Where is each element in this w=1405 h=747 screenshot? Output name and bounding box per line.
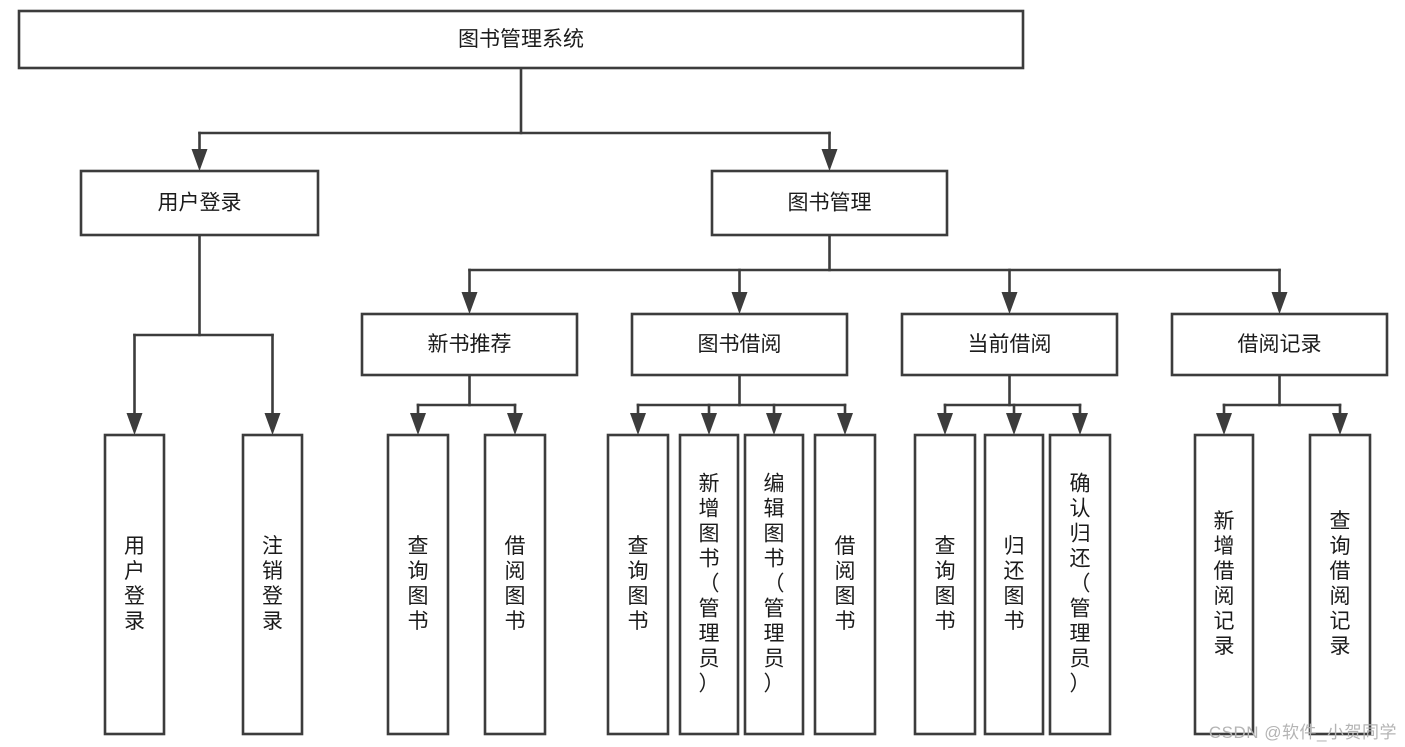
arrow-head-icon — [507, 413, 523, 435]
node-box-leaf-edit-book[interactable] — [743, 433, 805, 736]
node-label-leaf-add-record: 新增借阅记录 — [1214, 510, 1235, 658]
arrow-head-icon — [1271, 292, 1288, 314]
arrow-head-icon — [1216, 413, 1232, 435]
node-leaf-logout[interactable]: 注销登录 — [241, 433, 304, 736]
node-leaf-confirm-return[interactable]: 确认归还（管理员） — [1048, 433, 1112, 736]
node-box-book-manage[interactable] — [710, 169, 949, 237]
node-box-leaf-return-book[interactable] — [983, 433, 1045, 736]
node-label-book-borrow: 图书借阅 — [698, 333, 782, 356]
arrow-head-icon — [701, 413, 717, 435]
node-leaf-query-book-2[interactable]: 查询图书 — [606, 433, 670, 736]
connector-root — [191, 66, 838, 171]
node-label-leaf-add-book: 新增图书（管理员） — [699, 472, 720, 695]
node-label-book-manage: 图书管理 — [788, 192, 872, 215]
arrow-head-icon — [1006, 413, 1022, 435]
node-box-borrow-record[interactable] — [1170, 312, 1389, 377]
connector-book-borrow — [630, 373, 853, 435]
node-box-leaf-logout[interactable] — [241, 433, 304, 736]
node-label-leaf-query-book-3: 查询图书 — [935, 535, 956, 633]
node-label-new-book-rec: 新书推荐 — [428, 333, 512, 356]
node-box-leaf-borrow-book-2[interactable] — [813, 433, 877, 736]
watermark-label: CSDN @软件_小贺同学 — [1208, 723, 1397, 742]
node-box-leaf-borrow-book-1[interactable] — [483, 433, 547, 736]
node-box-leaf-user-login[interactable] — [103, 433, 166, 736]
node-borrow-record[interactable]: 借阅记录 — [1170, 312, 1389, 377]
node-leaf-add-book[interactable]: 新增图书（管理员） — [678, 433, 740, 736]
node-box-root[interactable] — [17, 9, 1025, 70]
node-label-leaf-borrow-book-2: 借阅图书 — [835, 535, 856, 633]
node-book-borrow[interactable]: 图书借阅 — [630, 312, 849, 377]
node-leaf-query-record[interactable]: 查询借阅记录 — [1308, 433, 1372, 736]
arrow-head-icon — [461, 292, 478, 314]
arrow-head-icon — [821, 149, 838, 171]
arrow-head-icon — [837, 413, 853, 435]
node-leaf-edit-book[interactable]: 编辑图书（管理员） — [743, 433, 805, 736]
arrow-head-icon — [731, 292, 748, 314]
node-leaf-query-book-3[interactable]: 查询图书 — [913, 433, 977, 736]
arrow-head-icon — [264, 413, 281, 435]
node-label-current-borrow: 当前借阅 — [968, 333, 1052, 356]
connector-user-login — [126, 233, 281, 435]
node-box-leaf-confirm-return[interactable] — [1048, 433, 1112, 736]
arrow-head-icon — [937, 413, 953, 435]
connector-current-borrow — [937, 373, 1088, 435]
node-label-root: 图书管理系统 — [458, 28, 584, 51]
connector-layer — [126, 66, 1348, 435]
node-label-borrow-record: 借阅记录 — [1238, 333, 1322, 356]
node-label-leaf-user-login: 用户登录 — [124, 535, 145, 633]
node-leaf-user-login[interactable]: 用户登录 — [103, 433, 166, 736]
node-label-leaf-confirm-return: 确认归还（管理员） — [1070, 472, 1091, 695]
node-box-leaf-add-record[interactable] — [1193, 433, 1255, 736]
arrow-head-icon — [766, 413, 782, 435]
node-user-login[interactable]: 用户登录 — [79, 169, 320, 237]
node-label-leaf-edit-book: 编辑图书（管理员） — [764, 472, 785, 695]
node-label-leaf-query-book-1: 查询图书 — [408, 535, 429, 633]
node-box-leaf-query-record[interactable] — [1308, 433, 1372, 736]
connector-book-manage — [461, 233, 1288, 314]
node-label-leaf-query-book-2: 查询图书 — [628, 535, 649, 633]
node-book-manage[interactable]: 图书管理 — [710, 169, 949, 237]
node-box-current-borrow[interactable] — [900, 312, 1119, 377]
node-box-book-borrow[interactable] — [630, 312, 849, 377]
node-new-book-rec[interactable]: 新书推荐 — [360, 312, 579, 377]
arrow-head-icon — [1001, 292, 1018, 314]
node-label-leaf-borrow-book-1: 借阅图书 — [505, 535, 526, 633]
node-root[interactable]: 图书管理系统 — [17, 9, 1025, 70]
node-box-leaf-query-book-3[interactable] — [913, 433, 977, 736]
node-current-borrow[interactable]: 当前借阅 — [900, 312, 1119, 377]
arrow-head-icon — [410, 413, 426, 435]
node-label-leaf-logout: 注销登录 — [262, 535, 283, 633]
arrow-head-icon — [630, 413, 646, 435]
connector-borrow-record — [1216, 373, 1348, 435]
node-box-new-book-rec[interactable] — [360, 312, 579, 377]
arrow-head-icon — [191, 149, 208, 171]
node-box-leaf-query-book-1[interactable] — [386, 433, 450, 736]
node-box-leaf-add-book[interactable] — [678, 433, 740, 736]
node-leaf-query-book-1[interactable]: 查询图书 — [386, 433, 450, 736]
node-label-user-login: 用户登录 — [158, 192, 242, 215]
arrow-head-icon — [1072, 413, 1088, 435]
arrow-head-icon — [126, 413, 143, 435]
node-box-user-login[interactable] — [79, 169, 320, 237]
node-layer: 图书管理系统用户登录图书管理新书推荐图书借阅当前借阅借阅记录用户登录注销登录查询… — [17, 9, 1389, 736]
node-label-leaf-query-record: 查询借阅记录 — [1330, 510, 1351, 658]
node-leaf-add-record[interactable]: 新增借阅记录 — [1193, 433, 1255, 736]
node-box-leaf-query-book-2[interactable] — [606, 433, 670, 736]
node-leaf-borrow-book-1[interactable]: 借阅图书 — [483, 433, 547, 736]
node-leaf-borrow-book-2[interactable]: 借阅图书 — [813, 433, 877, 736]
connector-new-book-rec — [410, 373, 523, 435]
arrow-head-icon — [1332, 413, 1348, 435]
node-label-leaf-return-book: 归还图书 — [1004, 535, 1025, 633]
node-leaf-return-book[interactable]: 归还图书 — [983, 433, 1045, 736]
